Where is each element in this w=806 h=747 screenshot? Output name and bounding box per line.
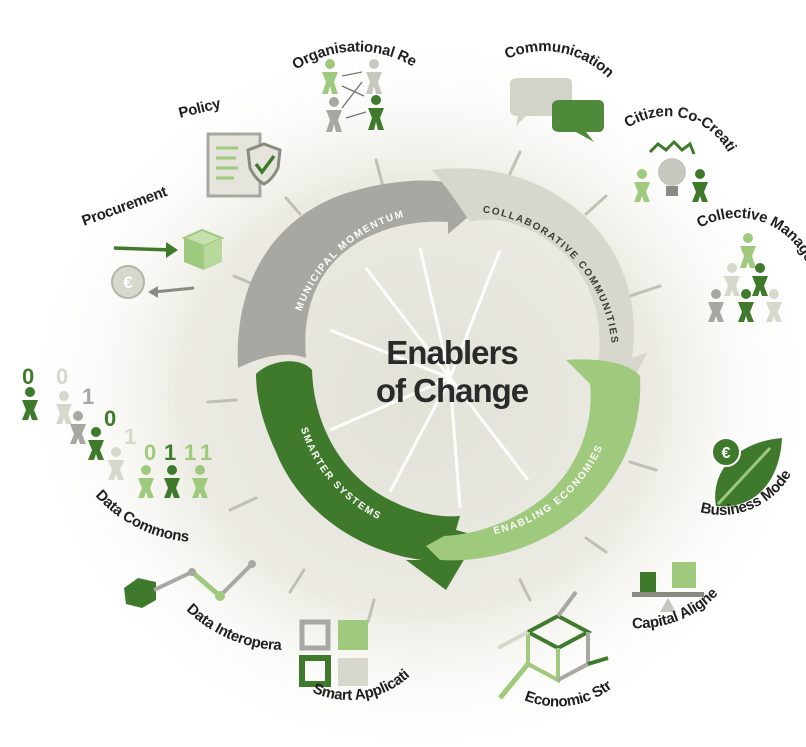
citizen-cocreation-icon bbox=[634, 139, 708, 202]
binary-digit-7: 1 bbox=[164, 440, 176, 465]
segment-municipal-momentum bbox=[237, 168, 486, 368]
euro-symbol-procurement: € bbox=[123, 273, 133, 292]
binary-digit-2: 0 bbox=[56, 364, 68, 389]
binary-digit-5: 1 bbox=[124, 424, 136, 449]
policy-icon bbox=[206, 132, 282, 198]
binary-digit-4: 0 bbox=[104, 406, 116, 431]
smart-applications-icon bbox=[299, 619, 368, 687]
segment-collaborative-communities bbox=[432, 168, 648, 400]
data-commons-icon: 0 0 1 0 1 0 1 1 1 bbox=[22, 364, 212, 498]
capital-alignement-icon bbox=[632, 562, 704, 612]
binary-digit-3: 1 bbox=[82, 384, 94, 409]
diagram-title-line1: Enablers bbox=[386, 334, 517, 371]
binary-digit-1: 0 bbox=[22, 364, 34, 389]
organisational-readiness-icon bbox=[322, 59, 384, 132]
binary-digit-6: 0 bbox=[144, 440, 156, 465]
economic-structures-icon bbox=[497, 590, 609, 700]
segment-smarter-systems bbox=[256, 361, 478, 590]
diagram-title-line2: of Change bbox=[376, 372, 529, 409]
spokes bbox=[206, 150, 662, 624]
background-halo bbox=[20, 30, 806, 747]
data-interoperability-icon bbox=[124, 560, 256, 608]
communication-icon bbox=[510, 78, 604, 142]
binary-digit-8: 1 bbox=[184, 440, 196, 465]
procurement-icon: € bbox=[111, 228, 225, 299]
binary-digit-9: 1 bbox=[200, 440, 212, 465]
euro-symbol-business: € bbox=[722, 445, 731, 462]
segment-enabling-economies bbox=[426, 359, 641, 561]
business-models-icon: € bbox=[711, 437, 782, 507]
collective-management-icon bbox=[708, 233, 782, 322]
inner-spokes bbox=[329, 247, 530, 509]
